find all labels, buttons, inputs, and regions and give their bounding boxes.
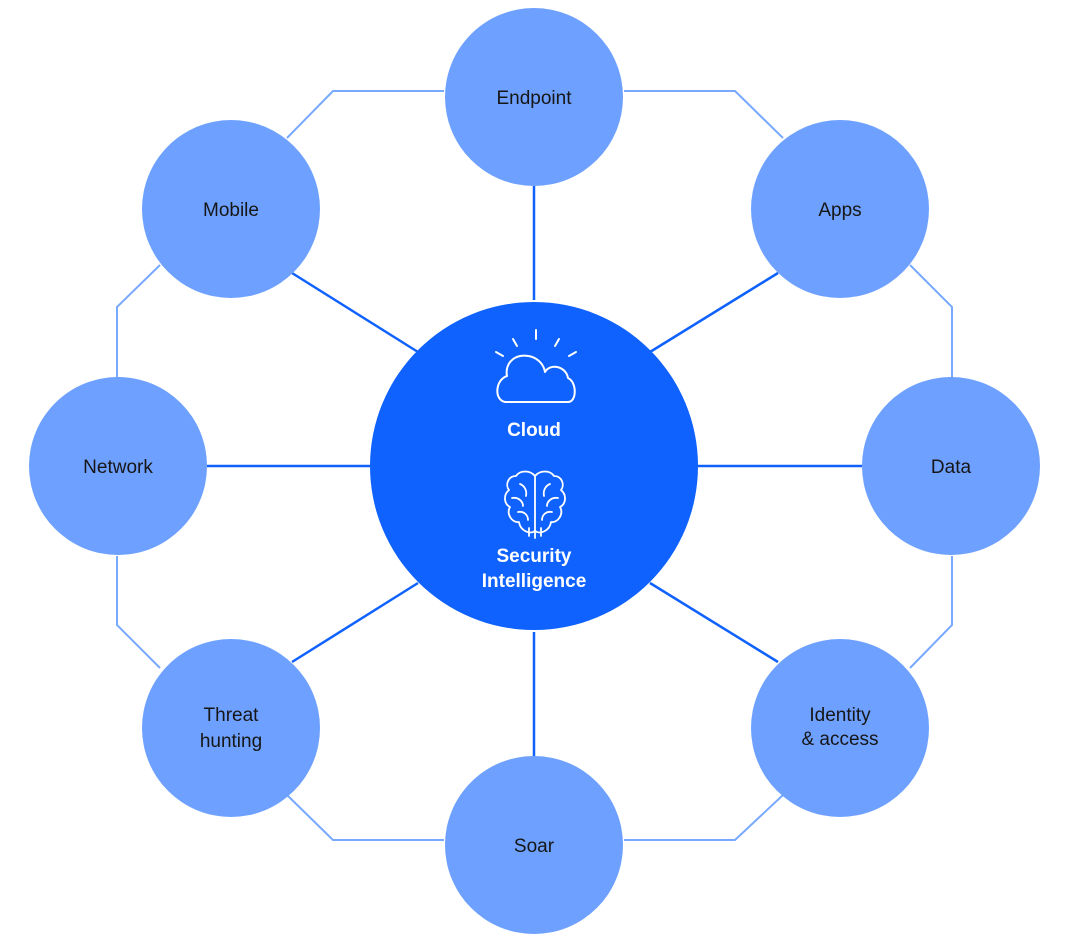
- node-threat: Threat hunting: [142, 639, 320, 817]
- ring-endpoint-apps: [624, 90, 784, 139]
- node-identity-label-line1: Identity: [809, 705, 871, 726]
- node-soar-label: Soar: [514, 836, 555, 857]
- node-endpoint-circle: [445, 8, 623, 186]
- node-apps: Apps: [751, 120, 929, 298]
- hub-circle: [370, 302, 698, 630]
- node-mobile: Mobile: [142, 120, 320, 298]
- node-identity-label-line2: & access: [801, 729, 878, 750]
- hub-intel-label-line1: Security: [497, 546, 572, 567]
- node-soar: Soar: [445, 756, 623, 934]
- spoke-identity: [649, 581, 779, 664]
- hub: Cloud Security Intelligence: [370, 302, 698, 630]
- node-threat-label-line1: Threat: [204, 705, 260, 726]
- node-mobile-circle: [142, 120, 320, 298]
- ring-connectors: [116, 90, 953, 841]
- spoke-threat: [291, 581, 419, 664]
- node-mobile-label: Mobile: [203, 200, 259, 221]
- hub-intel-label-line2: Intelligence: [482, 571, 587, 592]
- brain-icon: [504, 470, 566, 539]
- ring-apps-data: [909, 264, 953, 378]
- ring-endpoint-mobile: [286, 90, 444, 139]
- ring-soar-threat: [286, 794, 444, 841]
- cloud-sun-icon: [495, 329, 577, 403]
- node-data-circle: [862, 377, 1040, 555]
- node-data: Data: [862, 377, 1040, 555]
- node-apps-circle: [751, 120, 929, 298]
- spoke-apps: [649, 271, 779, 354]
- node-threat-circle: [142, 639, 320, 817]
- node-threat-label-line2: hunting: [200, 731, 262, 752]
- node-soar-circle: [445, 756, 623, 934]
- node-identity-circle: [751, 639, 929, 817]
- node-network-circle: [29, 377, 207, 555]
- spoke-connectors: [207, 186, 862, 757]
- node-network-label: Network: [83, 457, 153, 478]
- spoke-mobile: [291, 271, 419, 354]
- node-identity: Identity & access: [751, 639, 929, 817]
- node-endpoint: Endpoint: [445, 8, 623, 186]
- ring-identity-soar: [624, 794, 784, 841]
- ring-network-mobile: [116, 264, 161, 378]
- node-network: Network: [29, 377, 207, 555]
- hub-cloud-label: Cloud: [507, 420, 561, 441]
- node-apps-label: Apps: [818, 200, 861, 221]
- ring-threat-network: [116, 556, 161, 669]
- ring-data-identity: [909, 556, 953, 669]
- node-data-label: Data: [931, 457, 972, 478]
- node-endpoint-label: Endpoint: [496, 88, 572, 109]
